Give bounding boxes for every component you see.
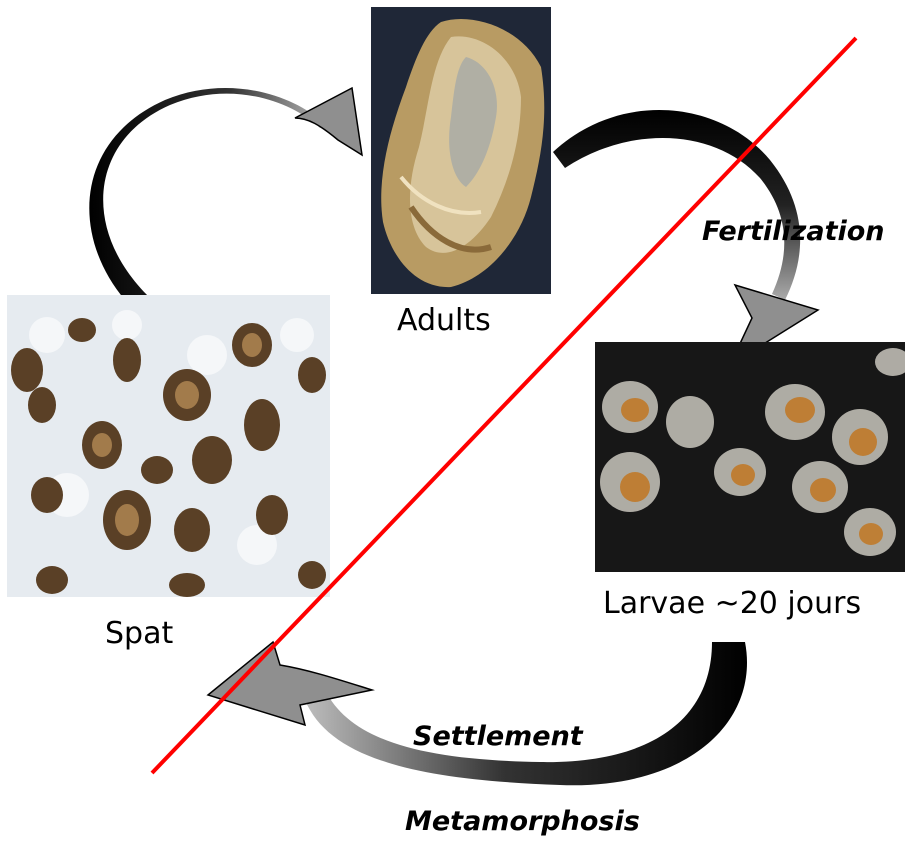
arrow-larvae-to-spat — [208, 642, 747, 785]
larvae-photo — [595, 342, 905, 572]
spat-oysters-photo — [7, 295, 330, 597]
settlement-label: Settlement — [413, 723, 583, 750]
larvae-label: Larvae ~20 jours — [603, 589, 861, 619]
adults-label: Adults — [397, 306, 491, 336]
metamorphosis-label: Metamorphosis — [405, 808, 640, 835]
spat-label: Spat — [105, 619, 173, 649]
arrow-spat-to-adults — [89, 88, 362, 300]
adults-oyster-photo — [371, 7, 551, 294]
fertilization-label: Fertilization — [702, 218, 885, 245]
